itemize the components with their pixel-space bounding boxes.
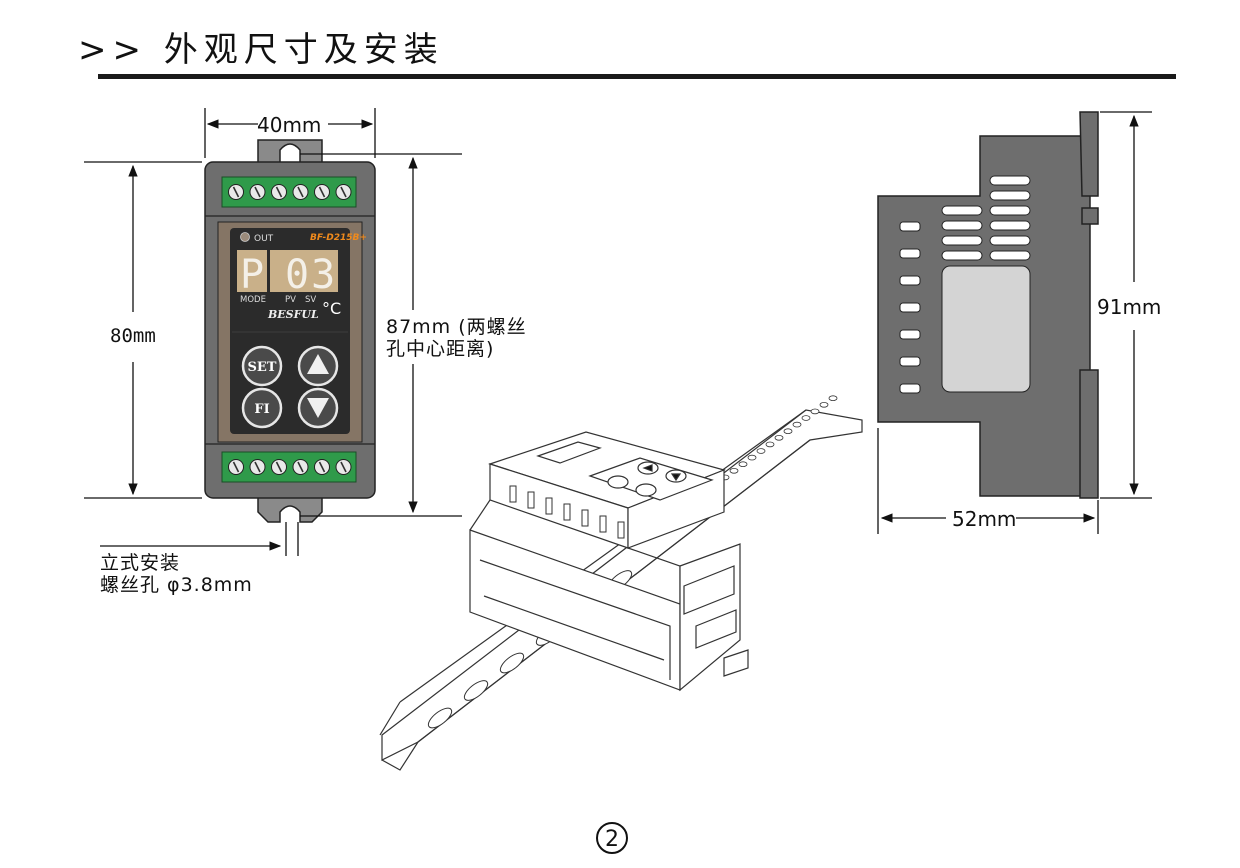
top-terminal-block bbox=[221, 176, 357, 208]
vent-slot bbox=[509, 485, 517, 503]
top-terminal-screws bbox=[228, 184, 352, 200]
title-underline bbox=[98, 74, 1176, 79]
rail-slot bbox=[819, 401, 829, 408]
rail-slot bbox=[774, 434, 784, 441]
fi-button-label: FI bbox=[254, 402, 269, 417]
side-vent bbox=[941, 220, 983, 231]
side-vent bbox=[989, 235, 1031, 246]
top-mount-tab bbox=[257, 139, 323, 165]
side-vent bbox=[989, 220, 1031, 231]
rail-slot bbox=[729, 467, 739, 474]
up-arrow-icon bbox=[307, 354, 329, 374]
sv-label: SV bbox=[305, 295, 316, 305]
rail-slot bbox=[765, 441, 775, 448]
rail-slot bbox=[810, 408, 820, 415]
rail-slot bbox=[747, 454, 757, 461]
model-label: BF-D215B+ bbox=[310, 233, 367, 243]
side-vent bbox=[941, 235, 983, 246]
side-clip-top bbox=[1079, 111, 1099, 197]
set-button bbox=[241, 345, 283, 387]
out-label: OUT bbox=[254, 234, 274, 244]
front-dimensions bbox=[84, 108, 462, 556]
page-number: 2 bbox=[596, 822, 628, 854]
height-91mm-label: 91mm bbox=[1097, 295, 1161, 319]
side-label-window bbox=[941, 265, 1031, 393]
fi-button bbox=[241, 387, 283, 429]
width-40mm-label: 40mm bbox=[257, 113, 321, 137]
side-vent bbox=[899, 221, 921, 232]
rail-slot bbox=[792, 421, 802, 428]
side-vents bbox=[899, 175, 1031, 394]
rail-slot bbox=[738, 461, 748, 468]
unit-label: °C bbox=[322, 299, 341, 318]
side-vent bbox=[899, 248, 921, 259]
pv-label: PV bbox=[285, 295, 296, 305]
mode-label: MODE bbox=[240, 295, 266, 305]
display-right bbox=[270, 250, 338, 292]
hole-pitch-label-line2: 孔中心距离) bbox=[386, 338, 495, 360]
brand-label: BESFUL bbox=[267, 308, 319, 321]
vent-slot bbox=[527, 491, 535, 509]
side-vent bbox=[899, 302, 921, 313]
vent-slot bbox=[581, 509, 589, 527]
vent-slot bbox=[545, 497, 553, 515]
bottom-terminal-block bbox=[221, 451, 357, 483]
bottom-mount-tab bbox=[257, 496, 323, 523]
vent-slot bbox=[617, 521, 625, 539]
rail-slot bbox=[463, 680, 489, 701]
rail-slot bbox=[801, 415, 811, 421]
side-vent bbox=[941, 205, 983, 216]
side-vent bbox=[989, 250, 1031, 261]
rail-slot bbox=[427, 707, 453, 729]
set-button-label: SET bbox=[248, 360, 277, 375]
side-vent bbox=[989, 205, 1031, 216]
display-right-value: 03 bbox=[285, 252, 337, 298]
down-arrow-icon bbox=[307, 398, 329, 418]
height-80mm-label: 80mm bbox=[110, 325, 156, 347]
display-left bbox=[237, 250, 267, 292]
mount-note-line1: 立式安装 bbox=[100, 552, 181, 574]
side-vent bbox=[989, 190, 1031, 201]
side-clip-bottom bbox=[1079, 369, 1099, 499]
side-vent bbox=[899, 329, 921, 340]
vent-slots bbox=[509, 485, 625, 539]
out-indicator-led bbox=[240, 232, 250, 242]
depth-52mm-label: 52mm bbox=[952, 507, 1016, 531]
side-vent bbox=[899, 356, 921, 367]
rail-slot bbox=[499, 652, 525, 674]
vent-slot bbox=[563, 503, 571, 521]
front-view: OUT BF-D215B+ P 03 MODE PV SV °C BESFUL … bbox=[204, 139, 376, 523]
page-title: >> 外观尺寸及安装 bbox=[78, 30, 444, 70]
mount-note-line2: 螺丝孔 φ3.8mm bbox=[100, 574, 253, 596]
side-vent bbox=[989, 175, 1031, 186]
din-rail-isometric bbox=[379, 395, 863, 771]
rail-slot bbox=[756, 448, 766, 454]
side-dimensions bbox=[877, 111, 1152, 534]
side-vent bbox=[899, 383, 921, 394]
side-vent bbox=[899, 275, 921, 286]
vent-slot bbox=[599, 515, 607, 533]
display-left-value: P bbox=[240, 252, 264, 298]
rail-slot bbox=[828, 395, 838, 402]
hole-pitch-label-line1: 87mm (两螺丝 bbox=[386, 316, 527, 338]
side-vent bbox=[941, 250, 983, 261]
bottom-terminal-screws bbox=[228, 459, 352, 475]
rail-slot bbox=[783, 428, 793, 435]
side-view bbox=[877, 111, 1099, 499]
iso-display bbox=[536, 441, 602, 464]
